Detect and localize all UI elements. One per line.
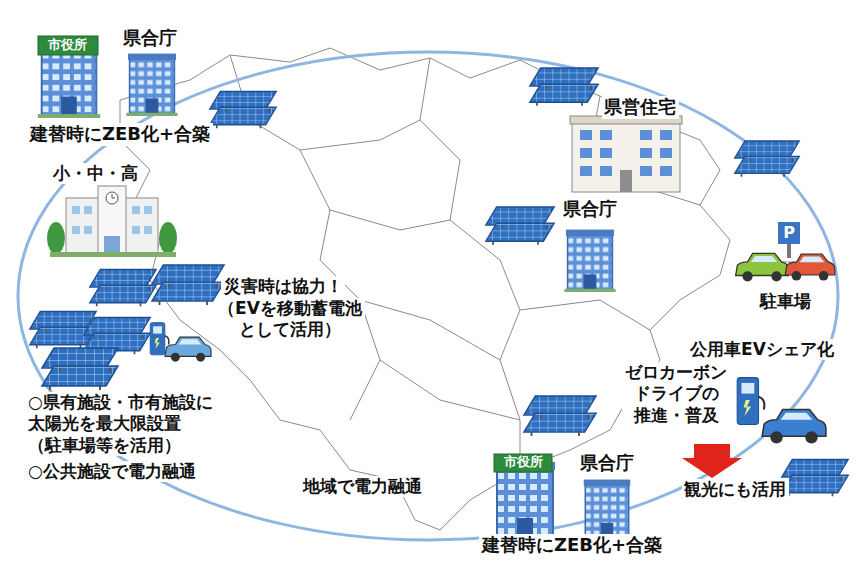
map-label: ゼロカーボン ドライブの 推進・普及: [622, 362, 730, 426]
red-arrow: [682, 444, 742, 478]
school: [47, 186, 177, 257]
map-label: 県合庁: [121, 27, 180, 50]
apartment: [570, 116, 682, 192]
map-label: P: [781, 223, 798, 243]
map-label: 観光にも活用: [682, 479, 789, 500]
map-label: 地域で電力融通: [300, 476, 424, 497]
map-label: 建替時にZEB化+合築: [479, 534, 665, 557]
map-label: ○公共施設で電力融通: [26, 461, 199, 482]
ev-left: [150, 323, 211, 362]
map-label: 県営住宅: [602, 96, 679, 119]
parking: [736, 222, 835, 281]
map-label: 小・中・高: [50, 163, 140, 184]
map-label: 建替時にZEB化+合築: [27, 123, 213, 146]
map-label: 駐車場: [757, 291, 813, 312]
map-label: 県合庁: [561, 198, 620, 221]
map-label: 県合庁: [578, 452, 637, 475]
ev-right: [737, 378, 826, 444]
map-outline: [120, 48, 730, 530]
map-label: 公用車EVシェア化: [688, 339, 837, 360]
map-label: 市役所: [45, 37, 89, 53]
map-label: 災害時は協力！: [221, 276, 345, 297]
map-label: ○県有施設・市有施設に 太陽光を最大限設置 （駐車場等を活用）: [26, 392, 217, 456]
map-label: 市役所: [501, 454, 545, 470]
map-label: （EVを移動蓄電池 として活用）: [215, 298, 365, 341]
region-ellipse: [18, 52, 838, 540]
